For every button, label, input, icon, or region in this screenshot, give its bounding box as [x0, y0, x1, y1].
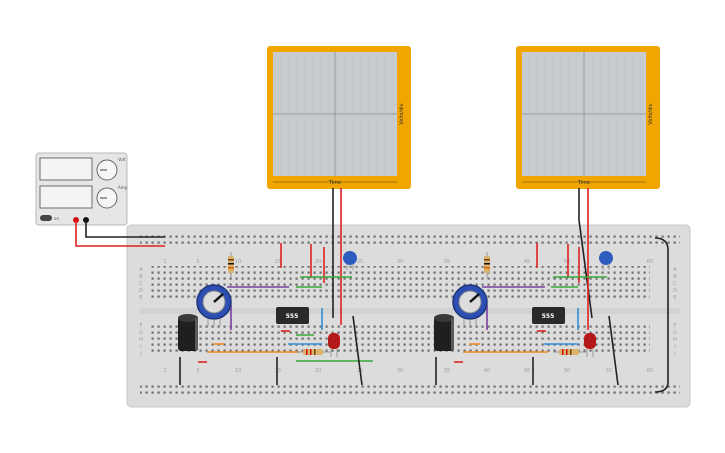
column-number: 1: [163, 368, 166, 374]
pot-wiper-icon: [213, 293, 224, 303]
ceramic-capacitor[interactable]: [599, 251, 613, 270]
column-number: 60: [647, 259, 653, 265]
center-channel: [140, 308, 680, 314]
column-number: 50: [564, 259, 570, 265]
row-letter: J: [673, 351, 675, 357]
voltage-display: [39, 157, 93, 181]
circuit-right[interactable]: 555: [434, 188, 619, 386]
column-number: 20: [315, 368, 321, 374]
breadboard[interactable]: 151015202530354045505560 151015202530354…: [126, 224, 691, 408]
column-number: 1: [163, 259, 166, 265]
scope-volts-label: Volts/div: [399, 103, 405, 124]
column-number: 45: [524, 368, 530, 374]
row-letter: I: [674, 344, 675, 350]
power-switch-label: on: [54, 216, 59, 221]
ic-555[interactable]: 555: [532, 307, 565, 324]
oscilloscope-1[interactable]: Time Volts/div: [267, 46, 411, 189]
column-number: 10: [235, 259, 241, 265]
electrolytic-capacitor[interactable]: [434, 314, 454, 351]
row-letter: D: [139, 288, 143, 294]
power-supply[interactable]: Volt Amp on: [35, 152, 128, 226]
led[interactable]: [584, 333, 596, 357]
wire-supply-positive[interactable]: [75, 220, 165, 247]
row-letter: A: [139, 267, 143, 273]
power-switch[interactable]: [40, 215, 52, 221]
column-number: 5: [196, 259, 199, 265]
led[interactable]: [328, 333, 340, 357]
row-letter: B: [673, 274, 677, 280]
row-letter: I: [140, 344, 141, 350]
column-number: 10: [235, 368, 241, 374]
row-letter: H: [139, 337, 143, 343]
row-letter: C: [139, 281, 143, 287]
row-letter: G: [139, 330, 143, 336]
column-number: 60: [647, 368, 653, 374]
row-letter: C: [673, 281, 677, 287]
row-letter: J: [139, 351, 141, 357]
column-number: 35: [444, 368, 450, 374]
row-letter: A: [673, 267, 677, 273]
top-power-rail[interactable]: [140, 233, 680, 246]
row-letter: B: [139, 274, 143, 280]
row-letter: H: [673, 337, 677, 343]
current-display: [39, 185, 93, 209]
electrolytic-capacitor[interactable]: [178, 314, 198, 351]
row-letter: D: [673, 288, 677, 294]
column-number: 5: [196, 368, 199, 374]
column-number: 45: [524, 259, 530, 265]
oscilloscope-2[interactable]: Time Volts/div: [516, 46, 660, 189]
ic-555[interactable]: 555: [276, 307, 309, 324]
row-letter: G: [673, 330, 677, 336]
column-number: 50: [564, 368, 570, 374]
voltage-knob-label: Volt: [118, 157, 126, 162]
ceramic-capacitor[interactable]: [343, 251, 357, 270]
chip-label: 555: [542, 313, 555, 320]
column-number: 20: [315, 259, 321, 265]
resistor-horizontal[interactable]: [297, 349, 330, 355]
scope-time-label: Time: [577, 180, 590, 186]
row-letter: F: [674, 323, 677, 329]
column-number: 15: [275, 368, 281, 374]
potentiometer[interactable]: [452, 284, 488, 326]
column-number: 40: [484, 368, 490, 374]
column-number: 30: [397, 259, 403, 265]
pot-wiper-icon: [469, 293, 480, 303]
scope-volts-label: Volts/div: [648, 103, 654, 124]
bottom-power-rail[interactable]: [140, 383, 680, 396]
potentiometer[interactable]: [196, 284, 232, 326]
wire-supply-ground[interactable]: [85, 220, 165, 238]
row-letter: E: [673, 295, 676, 301]
chip-label: 555: [286, 313, 299, 320]
column-number: 15: [275, 259, 281, 265]
row-letter: E: [139, 295, 142, 301]
circuit-left[interactable]: 555: [178, 188, 373, 386]
wire-black[interactable]: [352, 315, 363, 386]
column-number: 30: [397, 368, 403, 374]
column-number: 25: [357, 259, 363, 265]
scope-time-label: Time: [328, 180, 341, 186]
row-letter: F: [140, 323, 143, 329]
column-number: 35: [444, 259, 450, 265]
wire-rail-link[interactable]: [654, 237, 669, 393]
resistor-horizontal[interactable]: [553, 349, 586, 355]
current-knob-label: Amp: [118, 185, 128, 190]
wire-black[interactable]: [608, 315, 619, 386]
column-number: 55: [606, 368, 612, 374]
